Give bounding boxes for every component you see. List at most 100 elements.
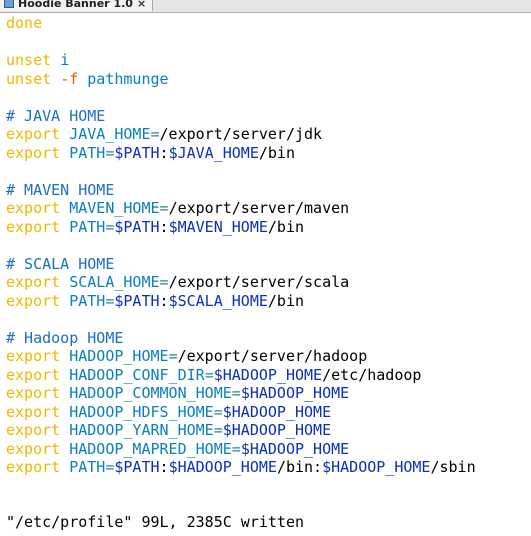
code-token <box>60 384 69 402</box>
code-token: = <box>105 458 115 476</box>
code-token: /etc/hadoop <box>322 365 422 384</box>
code-token: export <box>6 439 61 458</box>
code-token <box>60 144 69 162</box>
code-token <box>78 70 87 88</box>
code-line: export HADOOP_HDFS_HOME=$HADOOP_HOME <box>6 403 331 421</box>
code-token: export <box>6 217 61 236</box>
tab-title: Hoodie Banner 1.0 <box>18 0 133 10</box>
close-icon[interactable]: × <box>136 0 147 10</box>
code-line: # SCALA HOME <box>6 255 114 273</box>
code-line: # JAVA HOME <box>6 107 105 125</box>
code-token: $HADOOP_HOME <box>222 402 332 421</box>
code-token: # JAVA HOME <box>6 106 106 125</box>
code-token: pathmunge <box>87 69 169 88</box>
code-line: done <box>6 14 42 32</box>
code-token: export <box>6 143 61 162</box>
code-line: export HADOOP_CONF_DIR=$HADOOP_HOME/etc/… <box>6 366 421 384</box>
tab-bar: Hoodie Banner 1.0 × <box>0 0 531 13</box>
code-token: $PATH <box>114 458 160 476</box>
code-token: $SCALA_HOME <box>168 291 268 310</box>
code-line: export SCALA_HOME=/export/server/scala <box>6 273 349 291</box>
code-token: $HADOOP_HOME <box>240 384 350 402</box>
code-token <box>60 440 69 458</box>
code-token: PATH <box>69 291 106 310</box>
code-token: done <box>6 14 43 32</box>
code-token: $MAVEN_HOME <box>168 217 268 236</box>
code-line: export PATH=$PATH:$MAVEN_HOME/bin <box>6 218 304 236</box>
code-token: i <box>60 51 70 69</box>
code-line: # MAVEN HOME <box>6 181 114 199</box>
tab-hoodie-banner[interactable]: Hoodie Banner 1.0 × <box>0 0 154 11</box>
code-token: $HADOOP_HOME <box>240 439 350 458</box>
code-line: export PATH=$PATH:$HADOOP_HOME/bin:$HADO… <box>6 458 476 476</box>
code-token: : <box>159 458 169 476</box>
code-token: $HADOOP_HOME <box>222 421 332 439</box>
code-token: = <box>105 291 115 310</box>
code-token <box>60 347 69 365</box>
code-token: HADOOP_COMMON_HOME <box>69 384 232 402</box>
code-token <box>51 51 60 69</box>
code-line: export HADOOP_HOME=/export/server/hadoop <box>6 347 367 365</box>
code-token: /bin <box>267 217 305 236</box>
code-token: export <box>6 199 61 217</box>
code-token: /bin: <box>276 458 323 476</box>
code-token <box>60 458 69 476</box>
code-token: PATH <box>69 143 106 162</box>
code-line: unset i <box>6 51 69 69</box>
code-line: export PATH=$PATH:$JAVA_HOME/bin <box>6 144 295 162</box>
code-token: : <box>159 217 169 236</box>
code-token: : <box>159 143 169 162</box>
code-token: /bin <box>258 143 295 162</box>
code-line: export HADOOP_COMMON_HOME=$HADOOP_HOME <box>6 384 349 402</box>
code-token: HADOOP_MAPRED_HOME <box>69 439 232 458</box>
code-token: = <box>168 347 178 365</box>
code-token: HADOOP_HOME <box>69 347 169 365</box>
code-token: = <box>105 217 115 236</box>
code-token: HADOOP_CONF_DIR <box>69 365 205 384</box>
code-token <box>51 70 60 88</box>
code-token: -f <box>60 69 79 88</box>
code-token: = <box>213 421 223 439</box>
code-token <box>60 366 69 384</box>
code-token: SCALA_HOME <box>69 273 160 291</box>
code-token: MAVEN_HOME <box>69 199 160 217</box>
code-line: export JAVA_HOME=/export/server/jdk <box>6 125 322 143</box>
code-token: HADOOP_HDFS_HOME <box>69 402 214 421</box>
code-token: = <box>231 384 241 402</box>
code-token <box>60 292 69 310</box>
code-token: export <box>6 125 61 143</box>
code-token: = <box>213 402 223 421</box>
code-token: /export/server/hadoop <box>177 347 368 365</box>
code-token: $PATH <box>114 143 160 162</box>
code-token <box>60 273 69 291</box>
code-token: PATH <box>69 458 106 476</box>
code-token: $PATH <box>114 217 160 236</box>
code-token: export <box>6 347 61 365</box>
code-token <box>60 125 69 143</box>
document-icon <box>4 0 14 8</box>
code-token: = <box>150 125 160 143</box>
code-token: export <box>6 384 61 402</box>
code-token: = <box>231 439 241 458</box>
code-token: export <box>6 458 61 476</box>
code-token <box>60 199 69 217</box>
code-token: export <box>6 365 61 384</box>
code-token: # Hadoop HOME <box>6 328 124 347</box>
code-token: export <box>6 421 61 439</box>
code-line: export PATH=$PATH:$SCALA_HOME/bin <box>6 292 304 310</box>
code-token: # MAVEN HOME <box>6 180 115 199</box>
code-token: # SCALA HOME <box>6 254 115 273</box>
code-token <box>60 218 69 236</box>
code-token: PATH <box>69 217 106 236</box>
code-token: $HADOOP_HOME <box>213 365 323 384</box>
code-token <box>60 403 69 421</box>
code-token: export <box>6 291 61 310</box>
code-token: /export/server/scala <box>168 273 350 291</box>
code-line: export MAVEN_HOME=/export/server/maven <box>6 199 349 217</box>
code-line: unset -f pathmunge <box>6 70 169 88</box>
code-token: = <box>159 199 169 217</box>
code-line: # Hadoop HOME <box>6 329 123 347</box>
code-token: /export/server/maven <box>168 199 350 217</box>
code-token: $HADOOP_HOME <box>322 458 431 476</box>
